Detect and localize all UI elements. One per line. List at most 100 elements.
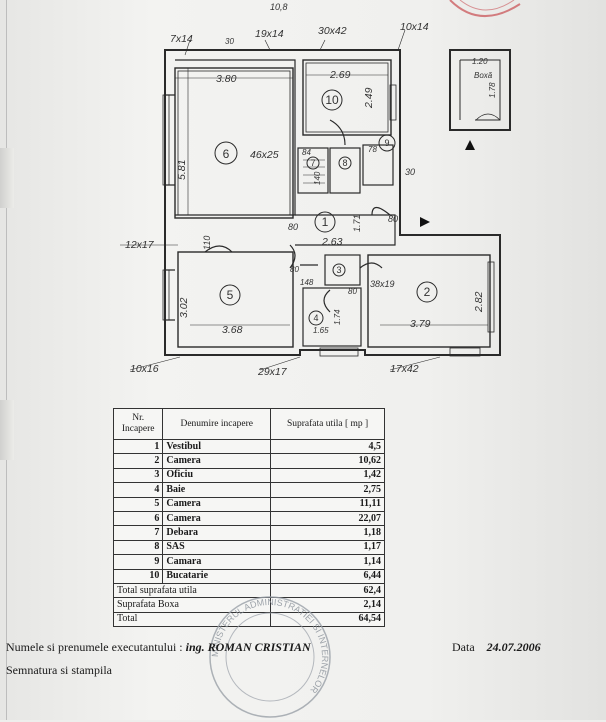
row-name: Camera <box>162 453 272 469</box>
page-edge <box>6 0 7 720</box>
row-name: Vestibul <box>162 438 272 455</box>
dim-269: 2.69 <box>329 69 351 81</box>
dim-12x17: 12x17 <box>125 239 155 251</box>
dim-282: 2.82 <box>473 291 485 313</box>
dim-box-height: 1.78 <box>488 82 497 98</box>
top-annotation: 10,8 <box>270 2 288 12</box>
dim-249: 2.49 <box>363 87 375 109</box>
row-nr: 5 <box>112 496 164 512</box>
dim-30-top: 30 <box>225 37 234 46</box>
header-name: Denumire incapere <box>162 408 272 440</box>
table-header-row: Nr. Incapere Denumire incapere Suprafata… <box>112 408 385 440</box>
table-row: 3 Oficiu 1,42 <box>112 467 385 484</box>
row-nr: 2 <box>112 453 164 469</box>
grand-total-label: Total <box>112 611 272 628</box>
dim-368: 3.68 <box>222 324 243 336</box>
row-nr: 1 <box>112 438 164 455</box>
total-row: Total suprafata utila 62,4 <box>112 582 385 599</box>
date-value: 24.07.2006 <box>486 640 541 654</box>
row-nr: 6 <box>112 510 164 527</box>
date-line: Data 24.07.2006 <box>452 640 541 655</box>
official-stamp: MINISTERUL ADMINISTRATIEI SI INTERNELOR <box>209 596 331 718</box>
dim-80d: 80 <box>348 287 357 296</box>
room-number-6: 6 <box>223 147 230 161</box>
table-row: 10 Bucatarie 6,44 <box>112 568 385 584</box>
table-row: 8 SAS 1,17 <box>112 539 385 556</box>
row-name: Camera <box>162 496 272 512</box>
executant-line: Numele si prenumele executantului : ing.… <box>6 640 311 655</box>
row-area: 22,07 <box>270 510 385 527</box>
dim-174: 1.74 <box>333 309 342 325</box>
dim-110: 110 <box>202 236 212 250</box>
dim-171: 1.71 <box>352 214 362 232</box>
table-row: 7 Debara 1,18 <box>112 525 385 541</box>
executant-label: Numele si prenumele executantului : <box>6 640 183 654</box>
dim-120: 1.20 <box>472 57 488 66</box>
dim-263: 2.63 <box>321 236 343 248</box>
row-area: 10,62 <box>270 453 385 469</box>
dim-46x25: 46x25 <box>250 149 279 161</box>
row-name: Camara <box>162 554 272 570</box>
row-area: 11,11 <box>270 496 385 512</box>
room-number-4: 4 <box>313 313 318 323</box>
row-name: Baie <box>162 482 272 498</box>
dim-165: 1.65 <box>313 326 329 335</box>
floor-plan: 6 10 1 5 2 4 3 7 8 9 7x14 30 19x14 30x42… <box>120 2 511 378</box>
row-nr: 8 <box>112 539 164 556</box>
row-area: 2,75 <box>270 482 385 498</box>
date-label: Data <box>452 640 475 654</box>
row-nr: 9 <box>112 554 164 570</box>
box-label: Boxă <box>474 71 493 80</box>
room-number-8: 8 <box>342 158 347 168</box>
dim-30x42: 30x42 <box>318 25 347 37</box>
row-name: Bucatarie <box>162 568 272 584</box>
dim-140: 140 <box>313 171 322 185</box>
dim-80a: 80 <box>288 222 298 232</box>
dim-148: 148 <box>300 278 314 287</box>
room-number-1: 1 <box>322 215 329 229</box>
row-nr: 10 <box>112 568 164 584</box>
table-row: 9 Camara 1,14 <box>112 554 385 570</box>
room-number-2: 2 <box>424 285 431 299</box>
table-row: 4 Baie 2,75 <box>112 482 385 498</box>
room-number-7: 7 <box>310 158 315 168</box>
row-area: 1,17 <box>270 539 385 556</box>
room-number-5: 5 <box>227 288 234 302</box>
signature-line: Semnatura si stampila <box>6 663 112 678</box>
row-area: 4,5 <box>270 438 385 455</box>
row-nr: 7 <box>112 525 164 541</box>
header-nr: Nr. Incapere <box>112 408 164 440</box>
dim-380: 3.80 <box>216 73 237 85</box>
dim-80b: 80 <box>388 214 398 224</box>
room-number-3: 3 <box>336 265 341 275</box>
executant-name: ing. ROMAN CRISTIAN <box>185 640 311 654</box>
row-area: 6,44 <box>270 568 385 584</box>
page-fold <box>0 148 14 208</box>
row-nr: 3 <box>112 467 164 484</box>
total-row: Total 64,54 <box>112 611 385 628</box>
row-name: Camera <box>162 510 272 527</box>
dim-38x19: 38x19 <box>370 279 395 289</box>
page-fold-lower <box>0 400 14 460</box>
room-number-10: 10 <box>325 93 339 107</box>
top-stamp-fragment <box>449 0 521 17</box>
table-row: 5 Camera 11,11 <box>112 496 385 512</box>
table-row: 1 Vestibul 4,5 <box>112 438 385 455</box>
room-number-9: 9 <box>384 138 389 148</box>
rooms-area-table: Nr. Incapere Denumire incapere Suprafata… <box>112 408 385 628</box>
dim-78: 78 <box>368 145 377 154</box>
row-name: SAS <box>162 539 272 556</box>
dim-19x14: 19x14 <box>255 28 284 40</box>
row-nr: 4 <box>112 482 164 498</box>
dim-10x16: 10x16 <box>130 363 159 375</box>
dim-17x42: 17x42 <box>390 363 419 375</box>
row-name: Debara <box>162 525 272 541</box>
dim-10x14: 10x14 <box>400 21 429 33</box>
table-row: 2 Camera 10,62 <box>112 453 385 469</box>
dim-581: 5.81 <box>176 160 188 180</box>
header-area: Suprafata utila [ mp ] <box>270 408 385 440</box>
dim-29x17: 29x17 <box>257 366 288 378</box>
dim-80c: 80 <box>290 265 299 274</box>
table-row: 6 Camera 22,07 <box>112 510 385 527</box>
signature-label: Semnatura si stampila <box>6 663 112 677</box>
